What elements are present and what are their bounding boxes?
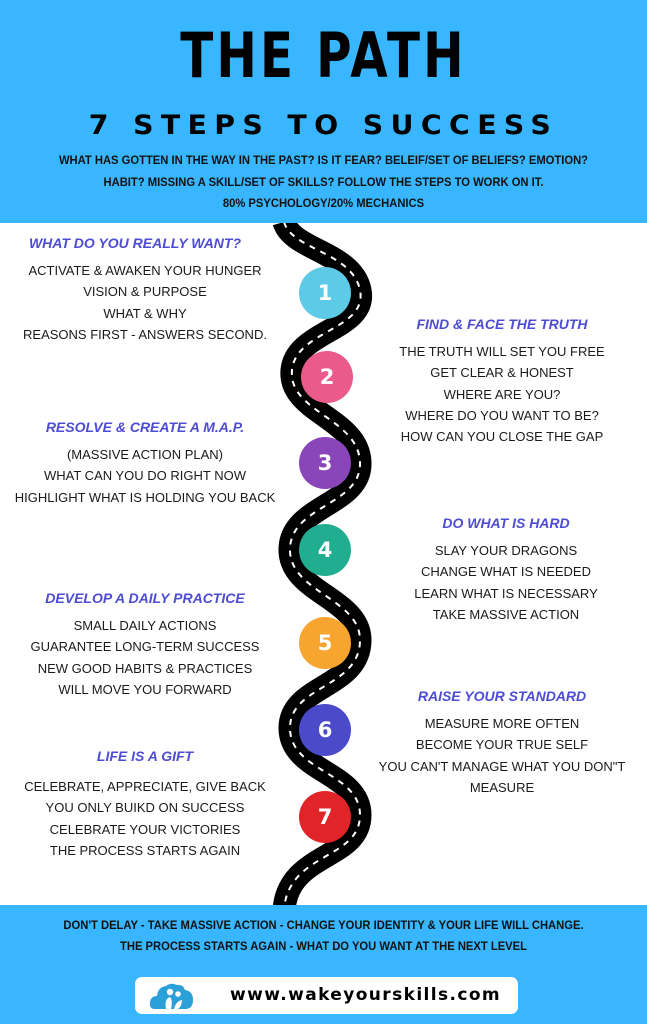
- step-line: BECOME YOUR TRUE SELF: [415, 737, 589, 753]
- step-line: ACTIVATE & AWAKEN YOUR HUNGER: [28, 263, 262, 278]
- step-line: GUARANTEE LONG-TERM SUCCESS: [30, 639, 260, 655]
- step-line: GET CLEAR & HONEST: [430, 365, 574, 381]
- step-4-circle: 4: [299, 524, 351, 576]
- step-line: YOU CAN'T MANAGE WHAT YOU DON"T: [378, 758, 626, 774]
- road-center-dashes: [283, 221, 362, 911]
- step-line: WHERE DO YOU WANT TO BE?: [405, 407, 599, 423]
- step-1-circle: 1: [299, 267, 351, 319]
- intro-line: WHAT HAS GOTTEN IN THE WAY IN THE PAST? …: [58, 153, 589, 167]
- step-6-block: RAISE YOUR STANDARD MEASURE MORE OFTEN B…: [372, 686, 632, 798]
- step-line: MEASURE MORE OFTEN: [424, 716, 580, 731]
- step-3-block: RESOLVE & CREATE A M.A.P. (MASSIVE ACTIO…: [10, 417, 280, 508]
- step-line: WHERE ARE YOU?: [443, 386, 561, 402]
- step-line: THE TRUTH WILL SET YOU FREE: [399, 344, 605, 359]
- step-line: CHANGE WHAT IS NEEDED: [421, 564, 591, 580]
- step-6-heading: RAISE YOUR STANDARD: [417, 688, 587, 704]
- step-5-circle: 5: [299, 617, 351, 669]
- step-line: MEASURE: [469, 779, 535, 795]
- step-line: YOU ONLY BUIKD ON SUCCESS: [45, 800, 245, 816]
- step-1-heading: WHAT DO YOU REALLY WANT?: [28, 235, 242, 251]
- step-line: CELEBRATE, APPRECIATE, GIVE BACK: [24, 779, 266, 794]
- intro-text: WHAT HAS GOTTEN IN THE WAY IN THE PAST? …: [0, 150, 647, 215]
- footer-banner: DON'T DELAY - TAKE MASSIVE ACTION - CHAN…: [0, 905, 647, 1024]
- step-1-block: WHAT DO YOU REALLY WANT? ACTIVATE & AWAK…: [10, 233, 280, 345]
- footer-line: DON'T DELAY - TAKE MASSIVE ACTION - CHAN…: [63, 918, 584, 932]
- step-line: THE PROCESS STARTS AGAIN: [49, 842, 241, 858]
- step-6-circle: 6: [299, 704, 351, 756]
- step-3-circle: 3: [299, 437, 351, 489]
- step-5-heading: DEVELOP A DAILY PRACTICE: [45, 590, 245, 606]
- step-line: SMALL DAILY ACTIONS: [73, 618, 217, 633]
- step-7-circle: 7: [299, 791, 351, 843]
- footer-text: DON'T DELAY - TAKE MASSIVE ACTION - CHAN…: [0, 915, 647, 957]
- intro-line: 80% PSYCHOLOGY/20% MECHANICS: [222, 196, 425, 210]
- step-4-heading: DO WHAT IS HARD: [442, 515, 570, 531]
- header-banner: THE PATH 7 STEPS TO SUCCESS WHAT HAS GOT…: [0, 0, 647, 223]
- step-2-block: FIND & FACE THE TRUTH THE TRUTH WILL SET…: [372, 314, 632, 447]
- step-line: VISION & PURPOSE: [83, 284, 207, 300]
- step-line: WHAT CAN YOU DO RIGHT NOW: [44, 468, 246, 484]
- step-line: REASONS FIRST - ANSWERS SECOND.: [23, 326, 267, 342]
- step-line: HIGHLIGHT WHAT IS HOLDING YOU BACK: [14, 489, 276, 505]
- step-2-circle: 2: [301, 351, 353, 403]
- step-7-block: LIFE IS A GIFT CELEBRATE, APPRECIATE, GI…: [10, 746, 280, 861]
- step-5-block: DEVELOP A DAILY PRACTICE SMALL DAILY ACT…: [10, 588, 280, 700]
- step-line: NEW GOOD HABITS & PRACTICES: [37, 660, 253, 676]
- step-3-heading: RESOLVE & CREATE A M.A.P.: [45, 419, 245, 435]
- step-2-heading: FIND & FACE THE TRUTH: [416, 316, 588, 332]
- step-line: CELEBRATE YOUR VICTORIES: [49, 821, 241, 837]
- step-line: (MASSIVE ACTION PLAN): [66, 447, 224, 462]
- footer-line: THE PROCESS STARTS AGAIN - WHAT DO YOU W…: [120, 939, 527, 953]
- step-line: WHAT & WHY: [103, 305, 187, 321]
- step-line: HOW CAN YOU CLOSE THE GAP: [400, 429, 604, 445]
- step-7-heading: LIFE IS A GIFT: [96, 748, 194, 764]
- website-url[interactable]: www.wakeyourskills.com: [230, 985, 502, 1005]
- cloud-people-logo-icon: [149, 983, 193, 1009]
- step-4-block: DO WHAT IS HARD SLAY YOUR DRAGONS CHANGE…: [376, 513, 636, 625]
- website-link[interactable]: www.wakeyourskills.com: [135, 977, 518, 1014]
- step-line: WILL MOVE YOU FORWARD: [58, 681, 232, 697]
- page-title: THE PATH: [180, 19, 467, 92]
- step-line: LEARN WHAT IS NECESSARY: [414, 585, 598, 601]
- page-subtitle: 7 STEPS TO SUCCESS: [88, 110, 559, 141]
- step-line: TAKE MASSIVE ACTION: [432, 606, 580, 622]
- intro-line: HABIT? MISSING A SKILL/SET OF SKILLS? FO…: [103, 174, 544, 189]
- step-line: SLAY YOUR DRAGONS: [434, 543, 578, 558]
